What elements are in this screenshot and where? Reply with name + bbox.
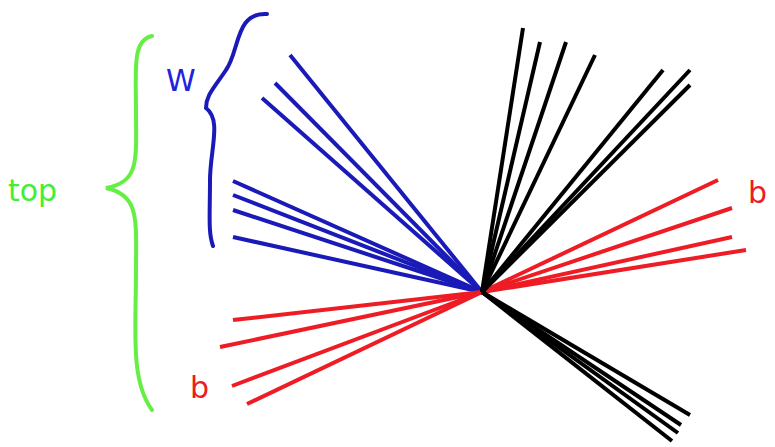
w-jets <box>233 55 482 292</box>
w-label: W <box>166 66 196 96</box>
top-label: top <box>8 176 57 206</box>
b-label: b <box>190 373 209 403</box>
b-label: b <box>748 178 767 208</box>
w-brace <box>206 14 267 246</box>
other-jets <box>482 28 690 441</box>
top-brace <box>106 36 152 410</box>
